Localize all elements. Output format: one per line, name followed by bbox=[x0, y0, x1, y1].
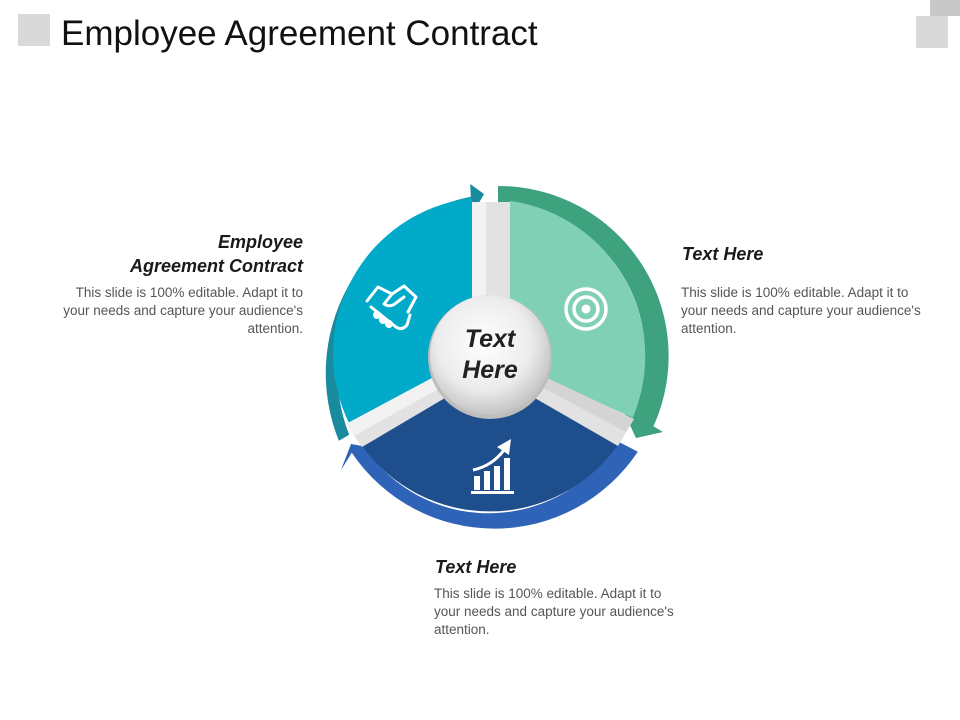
mint-arrow-ring bbox=[498, 185, 669, 438]
bottom-callout-body: This slide is 100% editable. Adapt it to… bbox=[434, 586, 674, 637]
corner-decoration-top-left-accent bbox=[0, 0, 32, 14]
corner-decoration-top-left bbox=[18, 14, 50, 46]
left-callout-title-line2: Agreement Contract bbox=[129, 256, 303, 276]
divider-top-shade bbox=[472, 202, 486, 300]
right-callout-title: Text Here bbox=[682, 244, 764, 264]
navy-arrow-ring bbox=[341, 441, 638, 529]
bottom-callout-title: Text Here bbox=[435, 557, 517, 577]
divider-left-shade bbox=[346, 378, 438, 436]
corner-decoration-top-right bbox=[916, 16, 948, 48]
target-icon bbox=[564, 287, 608, 331]
right-callout-body: This slide is 100% editable. Adapt it to… bbox=[681, 285, 921, 336]
center-label-line1: Text bbox=[464, 325, 516, 353]
center-label: Text Here bbox=[431, 296, 549, 414]
left-callout-title-line1: Employee bbox=[217, 232, 303, 252]
left-callout-body: This slide is 100% editable. Adapt it to… bbox=[63, 285, 303, 336]
handshake-icon bbox=[365, 284, 418, 331]
divider-right-shade bbox=[538, 377, 634, 432]
growth-chart-icon bbox=[471, 439, 514, 494]
navy-segment bbox=[361, 355, 618, 512]
center-circle bbox=[430, 295, 550, 415]
left-callout-title: Employee Agreement Contract bbox=[72, 230, 303, 278]
slide-title: Employee Agreement Contract bbox=[61, 14, 538, 53]
center-label-line2: Here bbox=[462, 356, 518, 384]
corner-decoration-top-right-accent bbox=[930, 0, 960, 16]
